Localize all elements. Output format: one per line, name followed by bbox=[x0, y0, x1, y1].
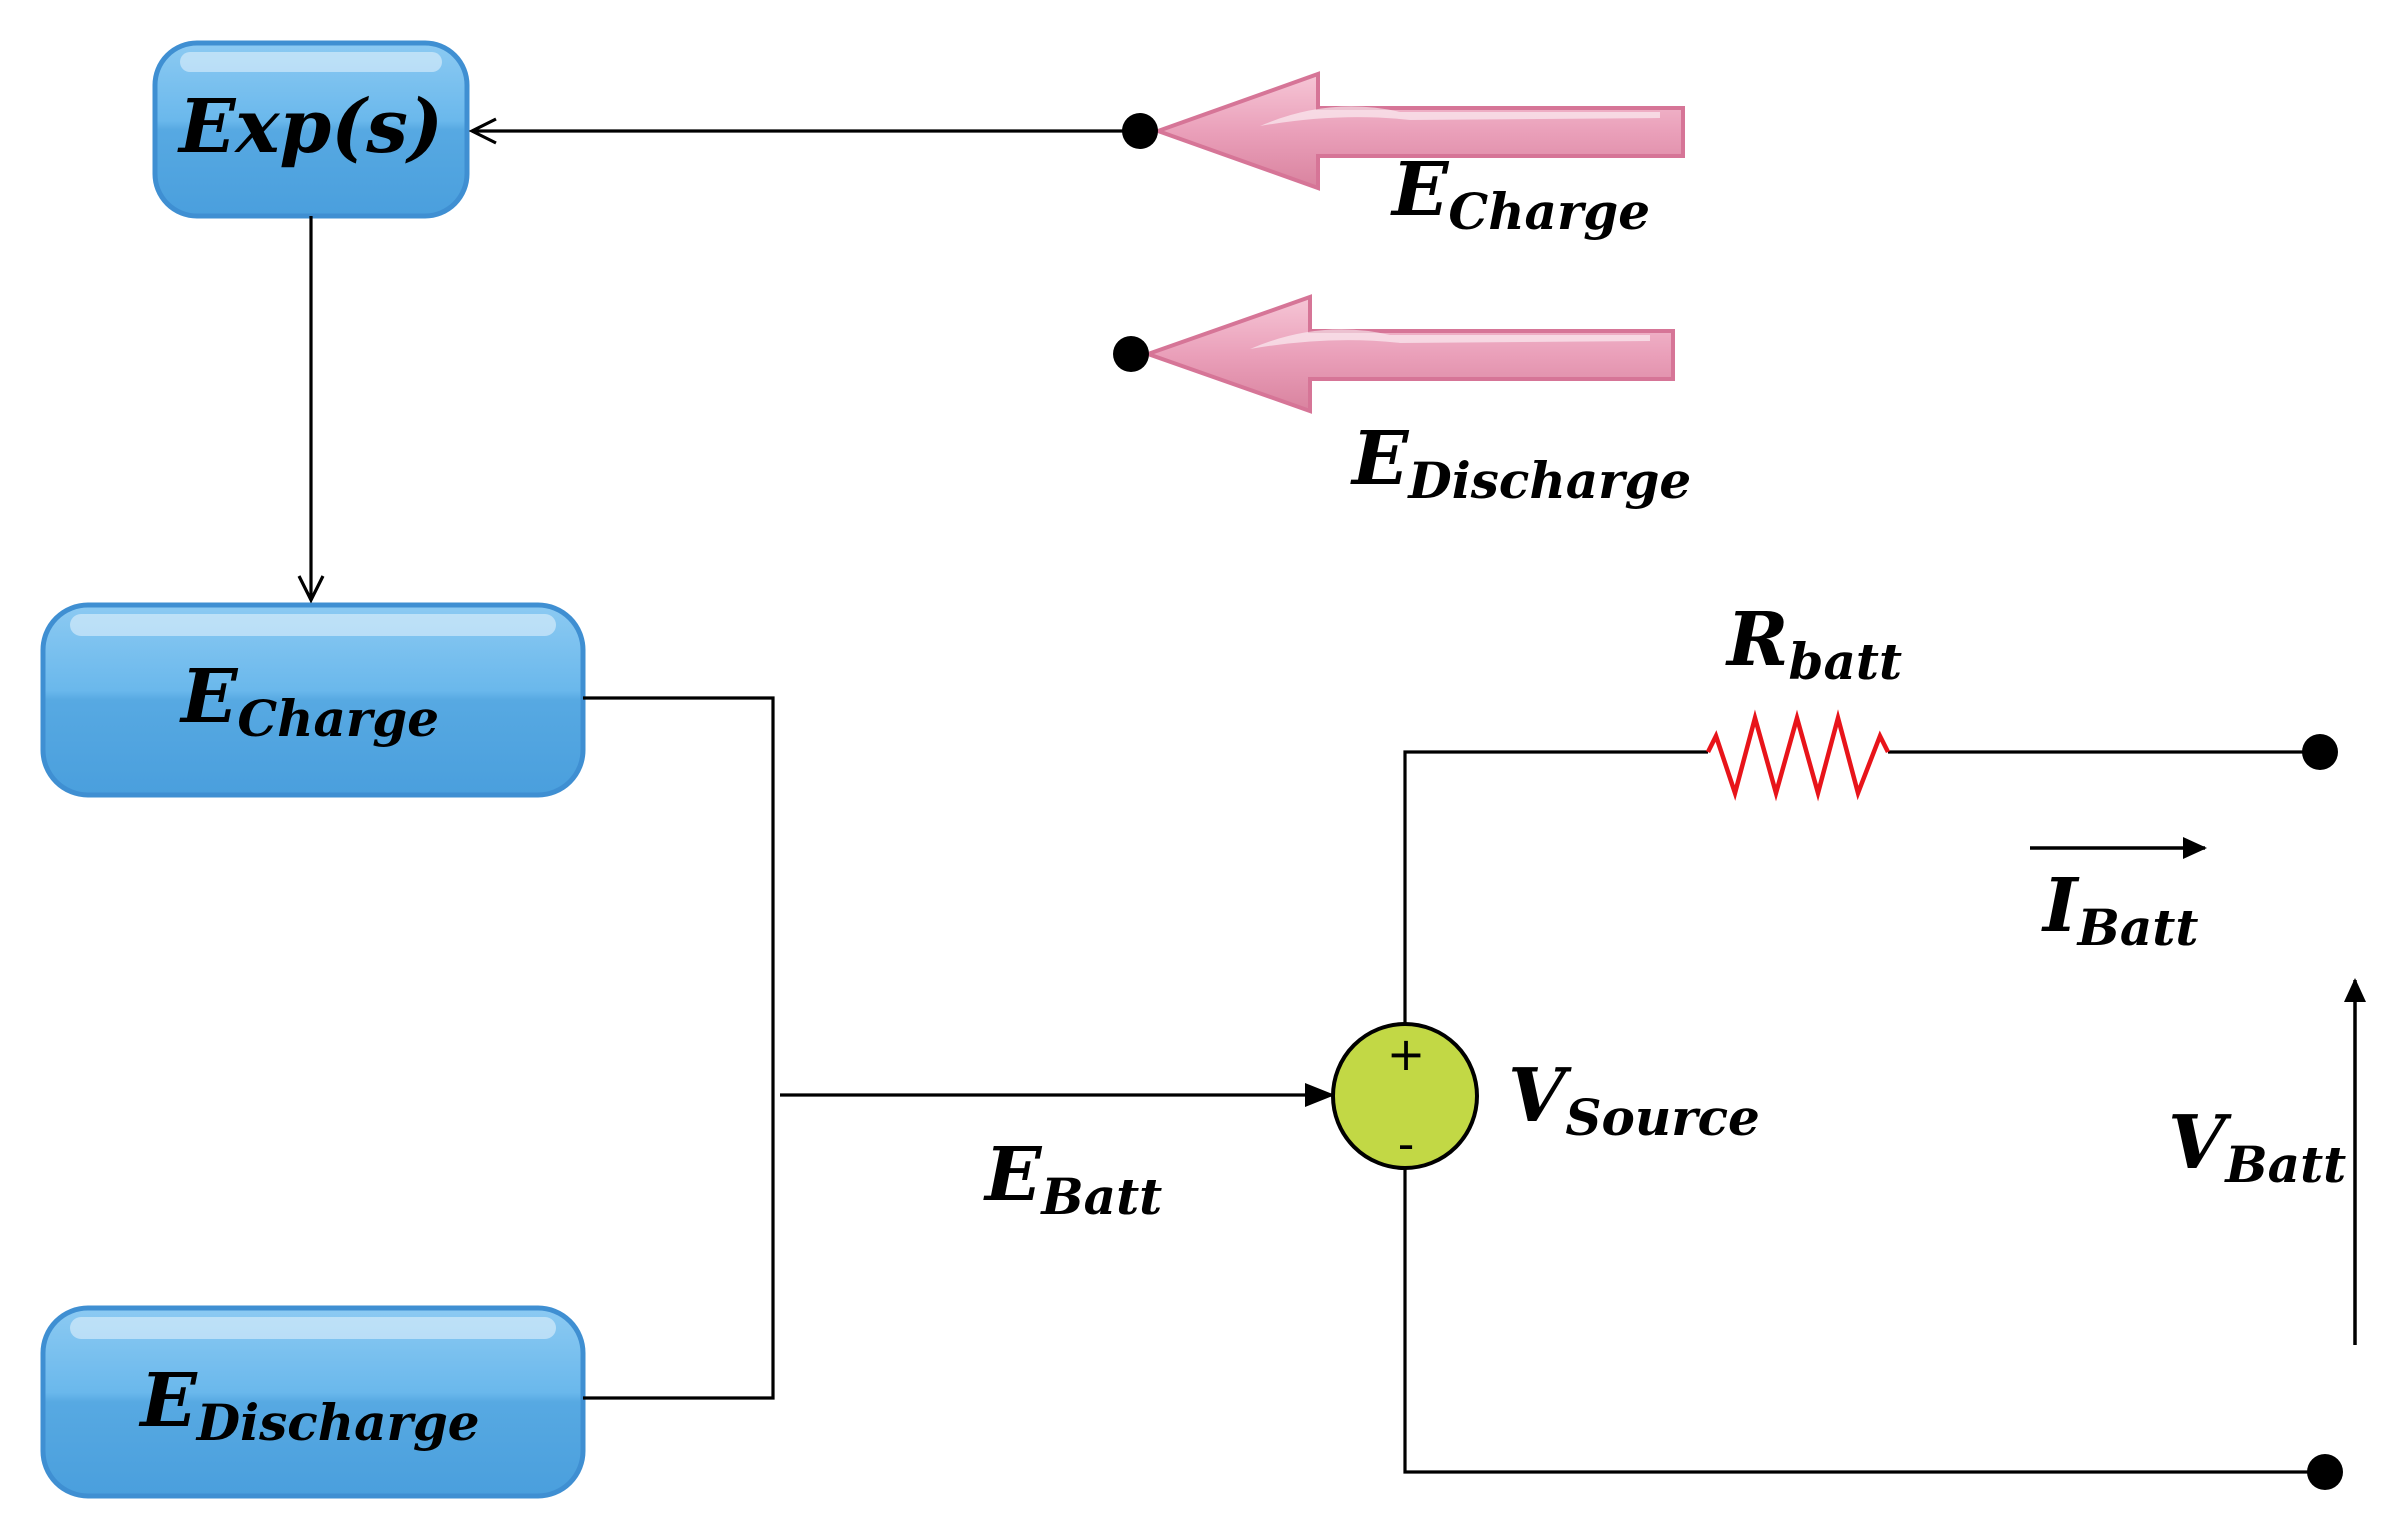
wire-source-bottom bbox=[1403, 1168, 2325, 1474]
source-plus-sign: + bbox=[1387, 1027, 1426, 1081]
i-batt-label: IBatt bbox=[2041, 863, 2198, 957]
discharge-input-label: EDischarge bbox=[1350, 416, 1691, 510]
v-source-label: VSource bbox=[1508, 1053, 1760, 1147]
charge-input-terminal bbox=[1122, 113, 1158, 149]
terminal-positive bbox=[2302, 734, 2338, 770]
exp-block: Exp(s) bbox=[152, 40, 470, 219]
charge-block-label: ECharge bbox=[179, 654, 439, 748]
wire-discharge-out bbox=[583, 1095, 775, 1400]
voltage-source: + - bbox=[1331, 1022, 1479, 1171]
r-batt-label: Rbatt bbox=[1725, 597, 1902, 691]
battery-resistor bbox=[1705, 709, 1891, 802]
discharge-input-terminal bbox=[1113, 336, 1149, 372]
charge-input-arrow bbox=[1122, 71, 1685, 191]
exp-block-label: Exp(s) bbox=[177, 84, 443, 170]
source-minus-sign: - bbox=[1398, 1117, 1415, 1171]
charge-block: ECharge bbox=[40, 602, 586, 798]
v-batt-label: VBatt bbox=[2168, 1100, 2346, 1194]
terminal-negative bbox=[2307, 1454, 2343, 1490]
e-batt-label: EBatt bbox=[983, 1132, 1162, 1226]
charge-input-label: ECharge bbox=[1390, 147, 1650, 241]
wire-source-top bbox=[1403, 750, 1708, 1025]
discharge-block: EDischarge bbox=[40, 1305, 586, 1499]
discharge-block-label: EDischarge bbox=[138, 1358, 479, 1452]
wire-charge-out bbox=[583, 696, 775, 1095]
discharge-input-arrow bbox=[1113, 294, 1675, 414]
